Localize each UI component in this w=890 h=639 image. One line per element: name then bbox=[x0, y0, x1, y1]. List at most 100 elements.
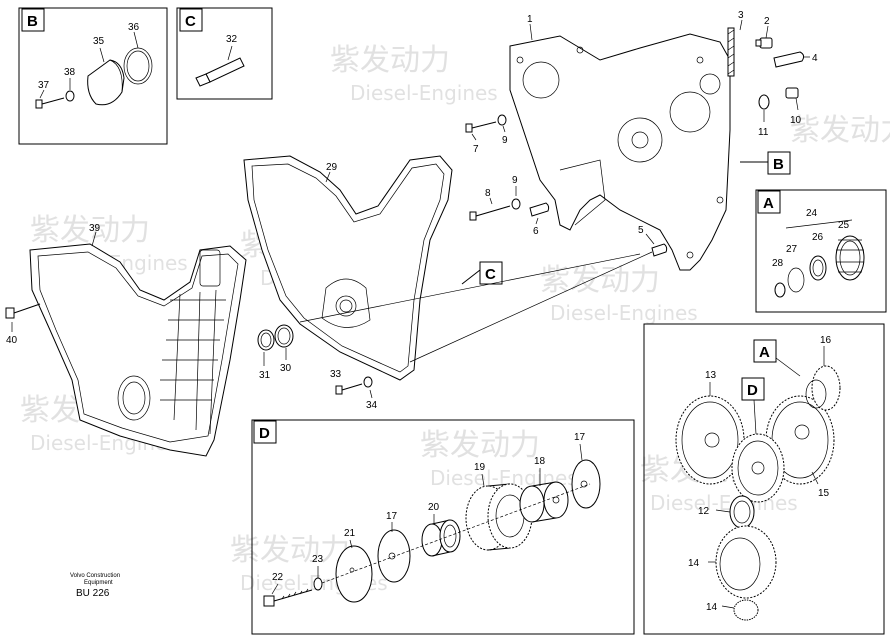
inset-box-c: C 32 bbox=[176, 7, 273, 100]
label-39: 39 bbox=[89, 223, 101, 234]
label-35: 35 bbox=[93, 36, 105, 47]
label-17: 17 bbox=[386, 511, 398, 522]
label-9: 9 bbox=[502, 135, 508, 146]
watermark-cn: 紫发动力 bbox=[540, 263, 660, 298]
label-1: 1 bbox=[527, 14, 533, 25]
label-23: 23 bbox=[312, 554, 324, 565]
label-33: 33 bbox=[330, 369, 342, 380]
washer-23 bbox=[313, 577, 323, 591]
label-40: 40 bbox=[6, 335, 18, 346]
label-20: 20 bbox=[428, 502, 440, 513]
washer-9-upper bbox=[497, 114, 507, 126]
inset-box-a: A 24 25 26 27 28 bbox=[755, 189, 887, 313]
label-31: 31 bbox=[259, 370, 271, 381]
gear-14-small bbox=[733, 599, 759, 621]
watermark-cn: 紫发动力 bbox=[330, 43, 450, 78]
label-36: 36 bbox=[128, 22, 140, 33]
inset-box-d: D bbox=[251, 419, 635, 635]
gasket-29 bbox=[243, 155, 453, 381]
label-8: 8 bbox=[485, 188, 491, 199]
label-11: 11 bbox=[758, 127, 769, 138]
bolt-37 bbox=[35, 99, 43, 109]
label-12: 12 bbox=[698, 506, 710, 517]
inset-letter-d: D bbox=[259, 425, 270, 442]
watermark-cn: 紫发动力 bbox=[230, 533, 350, 568]
label-21: 21 bbox=[344, 528, 356, 539]
label-18: 18 bbox=[534, 456, 546, 467]
label-2: 2 bbox=[764, 16, 770, 27]
inset-letter-c: C bbox=[185, 13, 196, 30]
callout-letter-a: A bbox=[759, 344, 770, 361]
label-30: 30 bbox=[280, 363, 292, 374]
label-28: 28 bbox=[772, 258, 784, 269]
label-6: 6 bbox=[533, 226, 539, 237]
bolt-7 bbox=[465, 121, 497, 133]
bolt-22 bbox=[263, 588, 313, 607]
plug-10 bbox=[785, 87, 799, 99]
sealant-tube-32 bbox=[205, 57, 245, 83]
cover-cap-35 bbox=[87, 59, 125, 106]
watermark-en: Diesel-Engines bbox=[550, 301, 698, 325]
idler-gear-d bbox=[731, 433, 785, 503]
label-5: 5 bbox=[638, 225, 644, 236]
label-19: 19 bbox=[474, 462, 486, 473]
seal-ring-31 bbox=[257, 329, 275, 351]
bolt-33 bbox=[335, 385, 343, 395]
gear-train-box: A D 13 16 15 12 14 14 bbox=[643, 323, 885, 635]
inset-letter-a: A bbox=[763, 195, 774, 212]
label-38: 38 bbox=[64, 67, 76, 78]
label-37: 37 bbox=[38, 80, 50, 91]
gear-25 bbox=[835, 235, 865, 281]
label-10: 10 bbox=[790, 115, 802, 126]
label-16: 16 bbox=[820, 335, 832, 346]
footer-code: BU 226 bbox=[76, 588, 110, 599]
inset-letter-b: B bbox=[27, 13, 38, 30]
snap-ring-27 bbox=[787, 267, 805, 293]
watermark-cn: 紫发动力 bbox=[30, 213, 150, 248]
callout-b bbox=[767, 151, 791, 175]
front-cover-39 bbox=[29, 243, 247, 457]
plate-21 bbox=[335, 545, 373, 603]
inset-box-b: B 35 36 37 38 bbox=[18, 7, 168, 145]
watermark-cn: 紫发动力 bbox=[420, 428, 540, 463]
label-13: 13 bbox=[705, 370, 717, 381]
callout-letter-b: B bbox=[773, 156, 784, 173]
footer-sub: Equipment bbox=[84, 580, 113, 586]
label-9: 9 bbox=[512, 175, 518, 186]
label-15: 15 bbox=[818, 488, 830, 499]
label-34: 34 bbox=[366, 400, 378, 411]
callout-letter-c: C bbox=[485, 266, 496, 283]
washer-34 bbox=[363, 376, 373, 388]
label-14: 14 bbox=[688, 558, 700, 569]
label-27: 27 bbox=[786, 244, 798, 255]
label-26: 26 bbox=[812, 232, 824, 243]
hub-18 bbox=[519, 481, 569, 523]
callout-d bbox=[741, 377, 765, 401]
stud-3 bbox=[727, 27, 735, 77]
gear-19 bbox=[465, 483, 533, 551]
washer-28 bbox=[774, 282, 786, 298]
callout-letter-d: D bbox=[747, 382, 758, 399]
footer-maker: Volvo Construction bbox=[70, 573, 120, 579]
washer-38 bbox=[65, 90, 75, 102]
pin-4 bbox=[773, 51, 805, 68]
footer-branding: Volvo Construction Equipment BU 226 bbox=[70, 573, 120, 599]
label-25: 25 bbox=[838, 220, 850, 231]
gear-14-large bbox=[715, 525, 777, 599]
bolt-40 bbox=[5, 307, 15, 319]
thrust-plate-17 bbox=[571, 459, 601, 509]
timing-gear-case-1 bbox=[509, 33, 731, 271]
label-17: 17 bbox=[574, 432, 586, 443]
label-24: 24 bbox=[806, 208, 818, 219]
callout-a bbox=[753, 339, 777, 363]
gear-16 bbox=[805, 365, 841, 411]
dowel-6 bbox=[529, 202, 550, 217]
washer-11 bbox=[758, 94, 770, 110]
dowel-5 bbox=[651, 243, 668, 257]
bolt-8 bbox=[469, 205, 511, 221]
label-7: 7 bbox=[473, 144, 479, 155]
plug-2 bbox=[755, 37, 773, 49]
o-ring-36 bbox=[123, 47, 153, 85]
bearing-26 bbox=[809, 255, 827, 281]
